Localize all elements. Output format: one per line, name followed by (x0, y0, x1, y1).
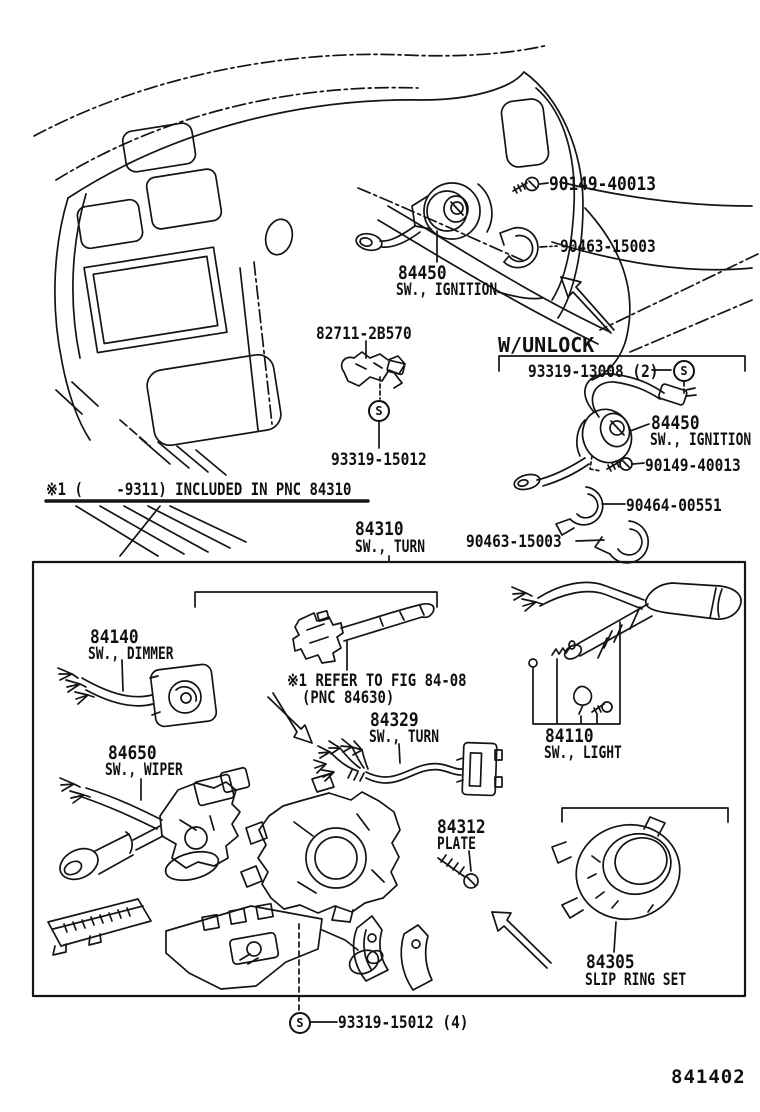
turn-harness-drawing (313, 738, 503, 797)
callout-dimmer-pn: 84140 (90, 626, 139, 648)
unlock-heading: W/UNLOCK (498, 333, 595, 357)
screw-symbol-box: S (289, 1012, 311, 1034)
ignition-switch-dash-drawing (355, 182, 543, 300)
callout-wiper-name: SW., WIPER (105, 760, 183, 780)
dimmer-switch-drawing (57, 659, 218, 728)
callout-turn-pn: 84310 (355, 518, 404, 540)
callout-ignition-unlock-pn: 84450 (651, 412, 700, 434)
callout-clamp-unlock-a: 90464-00551 (626, 496, 722, 516)
clamp-icon-dash (499, 226, 558, 269)
callout-screw-dash: 90149-40013 (549, 173, 656, 195)
figure-code: 841402 (671, 1066, 746, 1088)
note-underline (44, 499, 390, 563)
callout-turn-sub-pn: 84329 (370, 709, 419, 731)
note-refer-line1: ※1 REFER TO FIG 84-08 (287, 671, 467, 691)
callout-dimmer-name: SW., DIMMER (88, 644, 174, 664)
screw-icon-dash (512, 176, 549, 194)
callout-bracket-pn: 82711-2B570 (316, 324, 412, 344)
callout-light-name: SW., LIGHT (544, 743, 622, 763)
note-included: ※1 ( -9311) INCLUDED IN PNC 84310 (46, 480, 352, 500)
callout-clamp-dash: 90463-15003 (560, 237, 656, 257)
callout-ignition-dash-name: SW., IGNITION (396, 280, 498, 300)
callout-light-pn: 84110 (545, 725, 594, 747)
callout-bracket-screw: 93319-15012 (331, 450, 427, 470)
screw-symbol-unlock: S (673, 360, 695, 382)
ref-lever-drawing (292, 602, 435, 671)
arrow-to-turn-harness (267, 692, 313, 744)
callout-plate-name: PLATE (437, 834, 476, 854)
slip-ring-drawing (551, 807, 729, 953)
callout-ignition-unlock-name: SW., IGNITION (650, 430, 752, 450)
light-switch-drawing (511, 581, 742, 725)
wiper-switch-drawing (59, 766, 251, 882)
bottom-screw-leader (298, 923, 338, 1023)
plate-screw-drawing (437, 850, 479, 889)
callout-plate-pn: 84312 (437, 816, 486, 838)
callout-ignition-dash-pn: 84450 (398, 262, 447, 284)
callout-slip-ring-name: SLIP RING SET (585, 970, 687, 990)
main-parts-box (31, 560, 747, 998)
arrow-to-unlock-detail (560, 276, 615, 334)
note-refer-line2: (PNC 84630) (302, 688, 395, 708)
callout-turn-sub-name: SW., TURN (369, 727, 440, 747)
small-brackets-drawing (352, 915, 433, 991)
callout-clamp-unlock-b: 90463-15003 (466, 532, 562, 552)
combination-switch-body-drawing (240, 773, 401, 923)
callout-turn-name: SW., TURN (355, 537, 426, 557)
screw-symbol-bracket: S (368, 400, 390, 422)
unlock-assembly-drawing (498, 355, 746, 564)
callout-screw-unlock: 90149-40013 (645, 456, 741, 476)
connector-strip-drawing (47, 898, 152, 956)
base-plate-drawing (165, 902, 384, 990)
callout-wiper-pn: 84650 (108, 742, 157, 764)
callout-slip-ring-pn: 84305 (586, 951, 635, 973)
bracket-82711-drawing (340, 340, 406, 449)
callout-unlock-screw-set: 93319-13008 (2) (528, 362, 659, 382)
callout-box-screw-set: 93319-15012 (4) (338, 1013, 469, 1033)
arrow-to-combination-switch (491, 911, 552, 969)
